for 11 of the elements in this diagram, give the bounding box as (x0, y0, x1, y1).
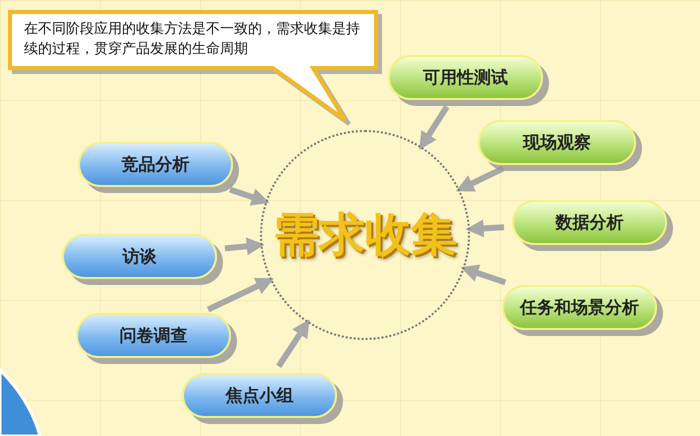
dotted-circle (260, 130, 470, 340)
callout-text: 在不同阶段应用的收集方法是不一致的，需求收集是持续的过程，贯穿产品发展的生命周期 (24, 20, 361, 59)
arrow (206, 278, 274, 312)
arrow (276, 319, 310, 368)
arrow (466, 219, 504, 238)
arrow (224, 237, 265, 256)
arrow (419, 105, 450, 150)
arrow (228, 186, 270, 206)
center-title: 需求收集 (273, 206, 457, 263)
arrow (456, 166, 504, 192)
arrow (460, 264, 506, 286)
